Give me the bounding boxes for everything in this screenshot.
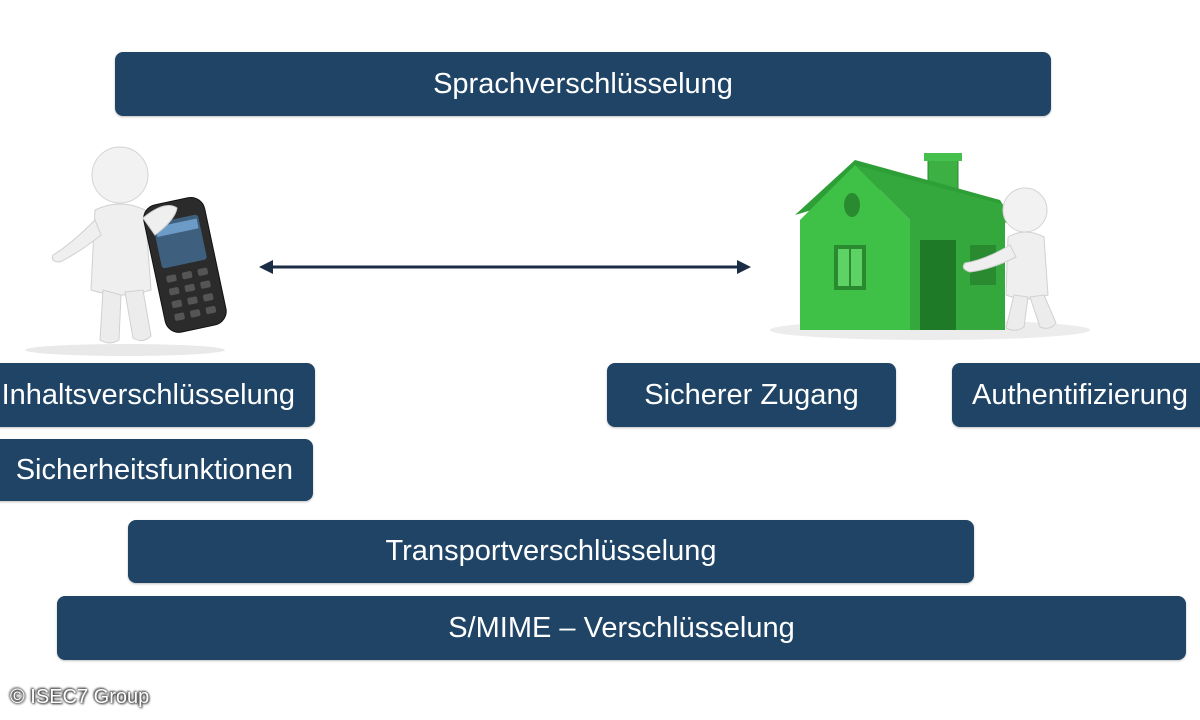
authentifizierung-label: Authentifizierung xyxy=(972,378,1189,411)
transportverschluesselung-label: Transportverschlüsselung xyxy=(385,535,717,567)
inhaltsverschluesselung-label: Inhaltsverschlüsselung xyxy=(1,378,295,411)
smime-verschluesselung-bar: S/MIME – Verschlüsselung xyxy=(57,596,1186,660)
smime-verschluesselung-label: S/MIME – Verschlüsselung xyxy=(448,611,795,644)
authentifizierung-bar: Authentifizierung xyxy=(952,363,1200,427)
sicherheitsfunktionen-bar: Sicherheitsfunktionen xyxy=(0,439,313,501)
sicherheitsfunktionen-label: Sicherheitsfunktionen xyxy=(15,453,293,486)
sprachverschluesselung-label: Sprachverschlüsselung xyxy=(433,67,733,100)
transportverschluesselung-bar: Transportverschlüsselung xyxy=(128,520,974,583)
sprachverschluesselung-bar: Sprachverschlüsselung xyxy=(115,52,1051,116)
house-with-person-icon xyxy=(770,153,1090,340)
copyright-notice: © ISEC7 Group xyxy=(10,686,150,708)
inhaltsverschluesselung-bar: Inhaltsverschlüsselung xyxy=(0,363,315,427)
person-with-phone-icon xyxy=(25,146,227,356)
double-arrow-icon xyxy=(259,260,751,274)
sicherer-zugang-bar: Sicherer Zugang xyxy=(607,363,896,427)
sicherer-zugang-label: Sicherer Zugang xyxy=(644,378,859,411)
